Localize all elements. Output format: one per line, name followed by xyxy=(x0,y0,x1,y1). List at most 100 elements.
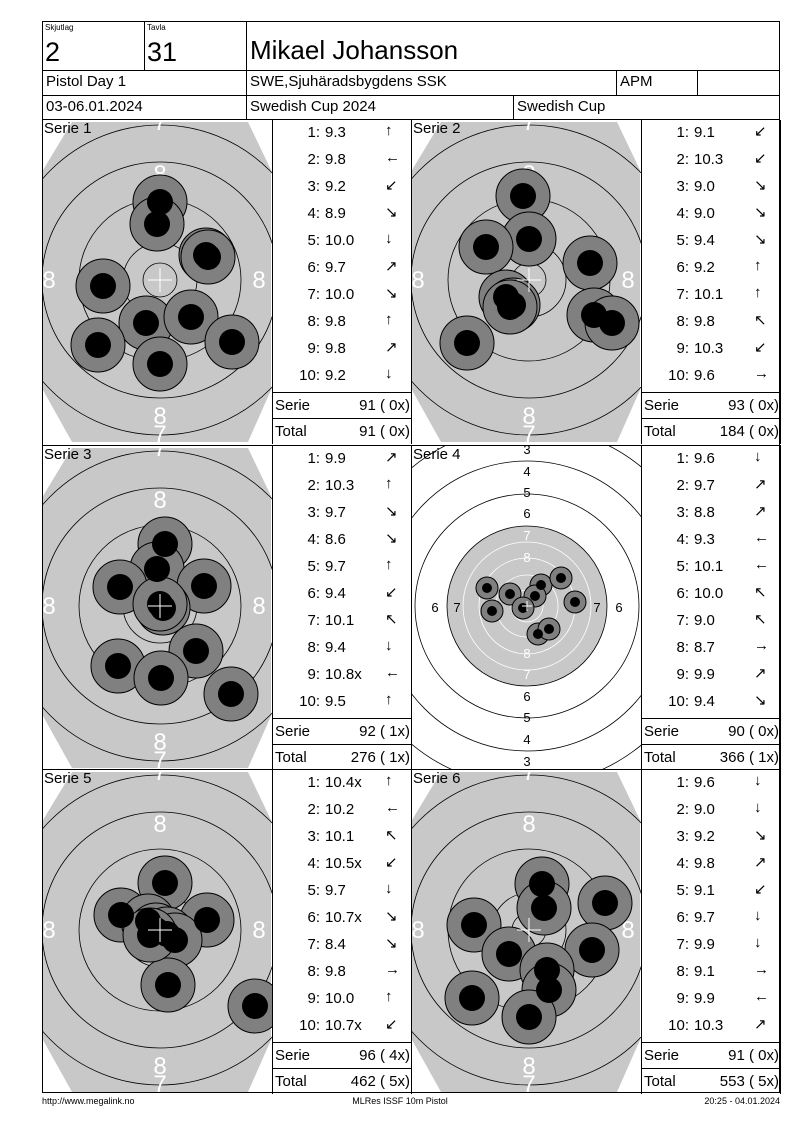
shot-row: 5:10.1← xyxy=(642,554,781,581)
ring-number: 8 xyxy=(252,593,265,620)
shot-direction-icon: ← xyxy=(385,664,400,681)
shot-row: 10:9.2↓ xyxy=(273,363,412,390)
shot-number: 4: xyxy=(307,855,320,872)
ring-number: 7 xyxy=(153,120,166,136)
shot-hole-core xyxy=(155,972,181,998)
ring-number: 7 xyxy=(522,421,535,444)
shot-row: 5:10.0↓ xyxy=(273,228,412,255)
shot-row: 9:9.9← xyxy=(642,986,781,1013)
ring-4 xyxy=(142,262,178,298)
shot-hole-core xyxy=(496,941,522,967)
shot-row: 4:10.5x↙ xyxy=(273,851,412,878)
serie-value: 92 ( 1x) xyxy=(359,723,410,740)
ring-number: 7 xyxy=(523,667,530,682)
total-label: Total xyxy=(644,423,676,440)
shot-direction-icon: ↙ xyxy=(385,584,398,601)
ring-number: 8 xyxy=(43,917,56,944)
shot-direction-icon: ↗ xyxy=(385,449,398,466)
ring-number: 8 xyxy=(621,917,634,944)
shot-hole-core xyxy=(473,234,499,260)
ring-number: 7 xyxy=(522,770,535,786)
shot-row: 10:9.6→ xyxy=(642,363,781,390)
shot-direction-icon: → xyxy=(754,365,769,382)
shot-hole-core xyxy=(510,183,536,209)
shot-number: 8: xyxy=(676,963,689,980)
shot-number: 2: xyxy=(676,801,689,818)
shot-direction-icon: ← xyxy=(385,799,400,816)
class-name: APM xyxy=(620,73,653,90)
relay-cell: Skjutlag 2 xyxy=(42,21,145,71)
series-title: Serie 5 xyxy=(44,770,92,787)
shot-number: 2: xyxy=(307,801,320,818)
ring-number: 3 xyxy=(523,446,530,457)
shot-row: 7:10.1↑ xyxy=(642,282,781,309)
shot-direction-icon: ↙ xyxy=(385,854,398,871)
shot-row: 6:9.7↓ xyxy=(642,905,781,932)
shot-row: 10:10.3↗ xyxy=(642,1013,781,1040)
ring-number: 7 xyxy=(153,1071,166,1094)
shot-number: 7: xyxy=(307,612,320,629)
shot-direction-icon: ↙ xyxy=(385,177,398,194)
total-value: 553 ( 5x) xyxy=(719,1073,779,1090)
shot-row: 7:9.0↖ xyxy=(642,608,781,635)
shot-hole-core xyxy=(191,573,217,599)
shot-hole-core xyxy=(454,330,480,356)
ring-number: 8 xyxy=(522,811,535,838)
shot-row: 6:9.2↑ xyxy=(642,255,781,282)
shot-number: 9: xyxy=(307,340,320,357)
shot-row: 7:8.4↘ xyxy=(273,932,412,959)
ring-number: 8 xyxy=(153,403,166,430)
ring-number: 8 xyxy=(412,267,425,294)
shot-direction-icon: ↓ xyxy=(754,772,762,789)
shot-row: 2:9.0↓ xyxy=(642,797,781,824)
shot-number: 7: xyxy=(676,936,689,953)
shot-direction-icon: ↘ xyxy=(754,204,767,221)
shot-score: 8.9 xyxy=(325,205,346,222)
shot-row: 1:9.1↙ xyxy=(642,120,781,147)
cup-name: Swedish Cup xyxy=(517,98,606,115)
serie-label: Serie xyxy=(275,397,311,414)
ring-number: 4 xyxy=(523,464,530,479)
shot-hole-core xyxy=(90,273,116,299)
shot-hole-core xyxy=(536,580,546,590)
shot-row: 8:9.1→ xyxy=(642,959,781,986)
shot-direction-icon: ↑ xyxy=(385,556,393,573)
shot-hole-core xyxy=(144,556,170,582)
shot-row: 1:10.4x↑ xyxy=(273,770,412,797)
footer-url[interactable]: http://www.megalink.no xyxy=(42,1096,135,1106)
shot-score: 9.3 xyxy=(325,124,346,141)
shot-row: 3:10.1↖ xyxy=(273,824,412,851)
shot-score: 10.3 xyxy=(694,340,724,357)
shot-table: 1:9.6↓2:9.7↗3:8.8↗4:9.3←5:10.1←6:10.0↖7:… xyxy=(642,446,781,770)
shot-hole-core xyxy=(178,304,204,330)
shot-score: 10.1 xyxy=(694,558,724,575)
shot-hole-core xyxy=(183,638,209,664)
shot-score: 9.2 xyxy=(694,259,715,276)
shot-direction-icon: ↖ xyxy=(754,611,767,628)
shot-hole-core xyxy=(534,957,560,983)
shot-direction-icon: → xyxy=(385,961,400,978)
shot-row: 5:9.1↙ xyxy=(642,878,781,905)
shot-row: 10:9.5↑ xyxy=(273,689,412,716)
shot-row: 8:9.8→ xyxy=(273,959,412,986)
shot-number: 7: xyxy=(307,286,320,303)
shot-row: 9:9.8↗ xyxy=(273,336,412,363)
shot-score: 10.4x xyxy=(325,774,362,791)
shot-row: 5:9.4↘ xyxy=(642,228,781,255)
shot-direction-icon: ↖ xyxy=(385,827,398,844)
shot-score: 9.2 xyxy=(325,178,346,195)
total-value: 462 ( 5x) xyxy=(350,1073,410,1090)
shot-direction-icon: ↓ xyxy=(754,934,762,951)
shot-direction-icon: ↑ xyxy=(754,284,762,301)
shot-score: 9.4 xyxy=(694,232,715,249)
shot-direction-icon: ↘ xyxy=(385,503,398,520)
shot-row: 5:9.7↓ xyxy=(273,878,412,905)
total-value: 276 ( 1x) xyxy=(350,749,410,766)
ring-number: 6 xyxy=(523,689,530,704)
shot-score: 10.0 xyxy=(325,286,355,303)
shot-score: 9.1 xyxy=(694,882,715,899)
shot-row: 2:10.3↑ xyxy=(273,473,412,500)
club-name: SWE,Sjuhäradsbygdens SSK xyxy=(250,73,447,90)
